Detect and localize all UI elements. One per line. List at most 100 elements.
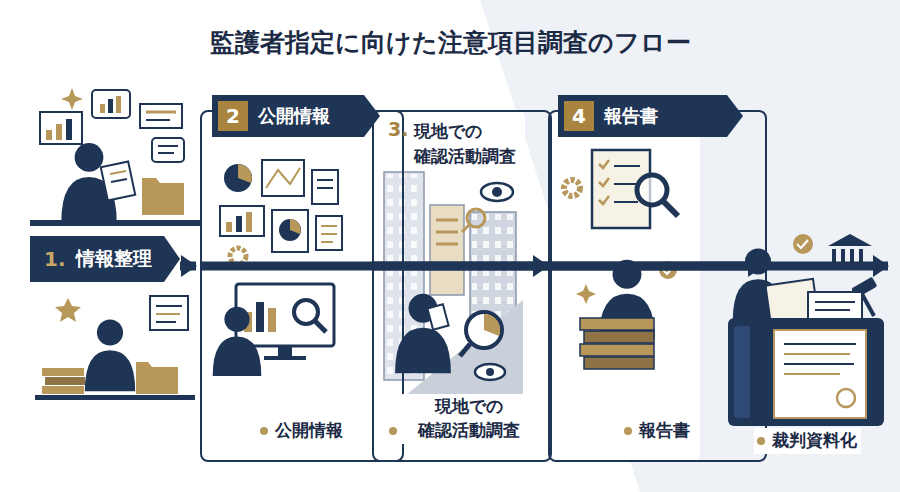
public-info-illustration [317,187,333,189]
field-check-illustration [430,205,464,295]
step-number: 2 [218,101,248,131]
stage-caption: 裁判資料化 [754,428,861,454]
stage1-top-illustration [110,171,126,174]
court-material-illustration [784,363,854,365]
flow-arrow [548,262,888,271]
public-info-illustration [264,356,306,360]
stage1-bottom-illustration [55,298,81,322]
report-illustration [637,175,667,205]
public-info-illustration [220,206,264,236]
report-illustration [564,150,678,369]
stage-heading: 情報整理 [76,246,152,272]
court-material-illustration [815,309,850,311]
report-illustration [576,284,596,304]
stage1-bottom-illustration [42,386,84,394]
stage1-bottom-illustration [42,368,84,376]
stage1-bottom-illustration [136,362,178,394]
court-material-illustration [784,343,856,345]
stage1-top-illustration [158,145,178,147]
court-material-illustration [815,301,855,303]
background [480,0,900,492]
public-info-illustration [317,179,333,181]
report-illustration [584,357,654,369]
stage1-bottom-illustration [156,305,182,307]
public-info-illustration [278,346,292,356]
stage1-top-illustration [146,111,176,114]
stage-panel: 3.現地での 確認活動調査現地での 確認活動調査 [372,110,552,462]
public-info-illustration [279,219,301,241]
stage1-top-illustration [40,112,82,144]
court-material-illustration [828,234,872,246]
court-material-illustration [734,326,750,418]
stage1-top-illustration [30,220,200,226]
public-info-illustration [290,219,301,234]
stage1-top-illustration [101,161,135,200]
stage1-top-illustration [66,119,72,140]
stage-heading: 報告書 [604,104,658,128]
final-stage: 裁判資料化 [722,215,892,470]
public-info-illustration [316,216,342,250]
public-info-illustration [236,216,242,232]
public-info-illustration [262,160,304,196]
public-info-illustration [224,164,252,192]
report-illustration [614,183,636,185]
stage-caption: 現地での 確認活動調査 [386,394,538,444]
stage-label: 1. 情報整理 [30,236,180,282]
step-number: 1. [36,247,66,271]
public-info-illustration [321,241,333,243]
stage1-top-illustration [56,124,62,140]
public-info-illustration [238,164,252,183]
public-info-illustration [321,225,337,227]
public-info-illustration [294,300,318,324]
stage1-top-illustration [92,90,130,118]
step-number: 4 [564,101,594,131]
field-check-illustration [462,225,469,232]
field-check-illustration [466,312,502,348]
court-material-illustration [774,330,866,418]
flow-arrow [180,262,196,271]
report-illustration [663,201,678,216]
public-info-illustration [246,212,252,232]
stage-panel: 報告書4報告書 [548,110,767,462]
field-check-illustration [436,243,458,246]
stage1-top-illustration [46,130,52,140]
stage1-top-illustration [108,99,113,113]
stage1-bottom-illustration [45,377,85,385]
step-number: 3. [388,118,408,168]
stage1-top-illustration [152,138,184,162]
court-material-illustration [784,373,840,375]
stage1-top-illustration [111,179,127,182]
report-illustration [614,165,640,167]
public-info-illustration [266,168,300,188]
background [200,110,352,462]
field-check-illustration [492,187,502,197]
court-material-illustration [784,353,850,355]
court-material-illustration [797,240,808,248]
stage1-bottom-illustration [150,296,188,330]
background [548,110,700,462]
field-check-illustration [484,314,500,336]
field-check-illustration [427,304,448,329]
stage1-bottom-illustration [156,321,176,323]
field-check-illustration [486,368,494,376]
public-info-illustration [213,307,262,376]
stage1-top-illustration [30,88,200,226]
stage-banner: 2公開情報 [212,95,380,137]
report-illustration [564,180,580,196]
banner-fill [558,95,743,137]
report-illustration [599,160,609,204]
public-info-illustration [268,308,276,332]
stage-caption: 公開情報 [257,418,347,444]
stage1-bottom-illustration [35,296,195,400]
court-material-illustration [793,234,813,254]
banner-fill [30,236,180,282]
field-check-illustration [475,364,505,380]
court-material-illustration [728,318,884,426]
diagram-title: 監護者指定に向けた注意項目調査のフロー [0,26,900,59]
report-illustration [584,331,654,343]
field-check-illustration [436,219,458,222]
stage1-bottom-illustration [35,395,195,400]
public-info-illustration [256,302,264,332]
stage1-top-illustration [100,104,105,113]
